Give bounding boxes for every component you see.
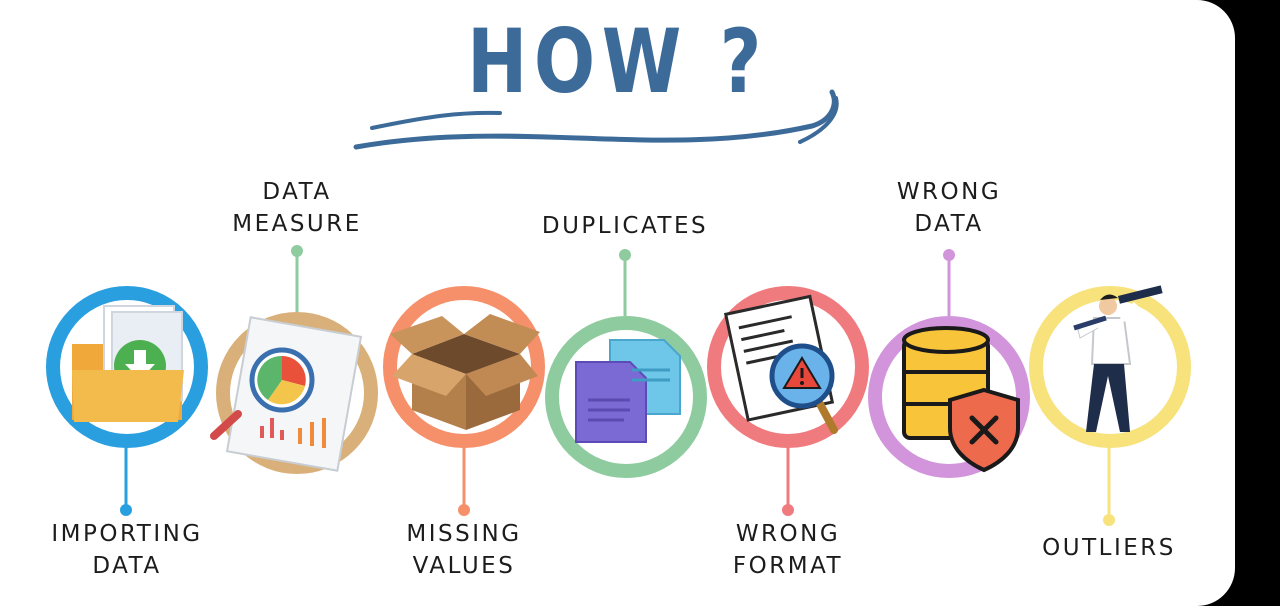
step-label-7-line-1: OUTLIERS xyxy=(1042,535,1176,561)
icons-layer xyxy=(72,285,1163,473)
step-label-5-line-1: WRONG xyxy=(735,521,841,547)
connectors xyxy=(120,245,1115,526)
connector-4 xyxy=(619,249,631,316)
step-label-3-line-1: MISSING xyxy=(406,521,522,547)
connector-5 xyxy=(782,446,794,516)
step-label-7: OUTLIERS xyxy=(1024,532,1194,564)
step-label-6: WRONG DATA xyxy=(868,176,1030,240)
connector-3 xyxy=(458,446,470,516)
step-label-2: DATA MEASURE xyxy=(217,176,377,240)
connector-6 xyxy=(943,249,955,316)
step-label-4: DUPLICATES xyxy=(520,210,730,242)
step-label-1-line-2: DATA xyxy=(92,553,162,579)
step-label-5-line-2: FORMAT xyxy=(732,553,844,579)
document-warning-icon xyxy=(723,294,838,434)
folder-download-icon xyxy=(72,305,184,422)
report-magnifier-icon xyxy=(210,316,363,472)
step-label-3-line-2: VALUES xyxy=(412,553,516,579)
infographic-card: HOW ? xyxy=(0,0,1235,606)
step-label-6-line-1: WRONG xyxy=(896,179,1002,205)
empty-box-icon xyxy=(390,314,540,430)
connector-7 xyxy=(1103,446,1115,526)
connector-1 xyxy=(120,446,132,516)
duplicate-documents-icon xyxy=(575,339,681,443)
step-label-6-line-2: DATA xyxy=(914,211,984,237)
database-error-icon xyxy=(902,326,1020,473)
man-telescope-icon xyxy=(1073,285,1163,432)
step-label-2-line-2: MEASURE xyxy=(232,211,362,237)
step-label-2-line-1: DATA xyxy=(262,179,332,205)
step-label-5: WRONG FORMAT xyxy=(707,518,869,582)
step-label-1-line-1: IMPORTING xyxy=(51,521,203,547)
step-label-1: IMPORTING DATA xyxy=(46,518,208,582)
step-label-4-line-1: DUPLICATES xyxy=(541,213,709,239)
connector-2 xyxy=(291,245,303,312)
step-label-3: MISSING VALUES xyxy=(383,518,545,582)
